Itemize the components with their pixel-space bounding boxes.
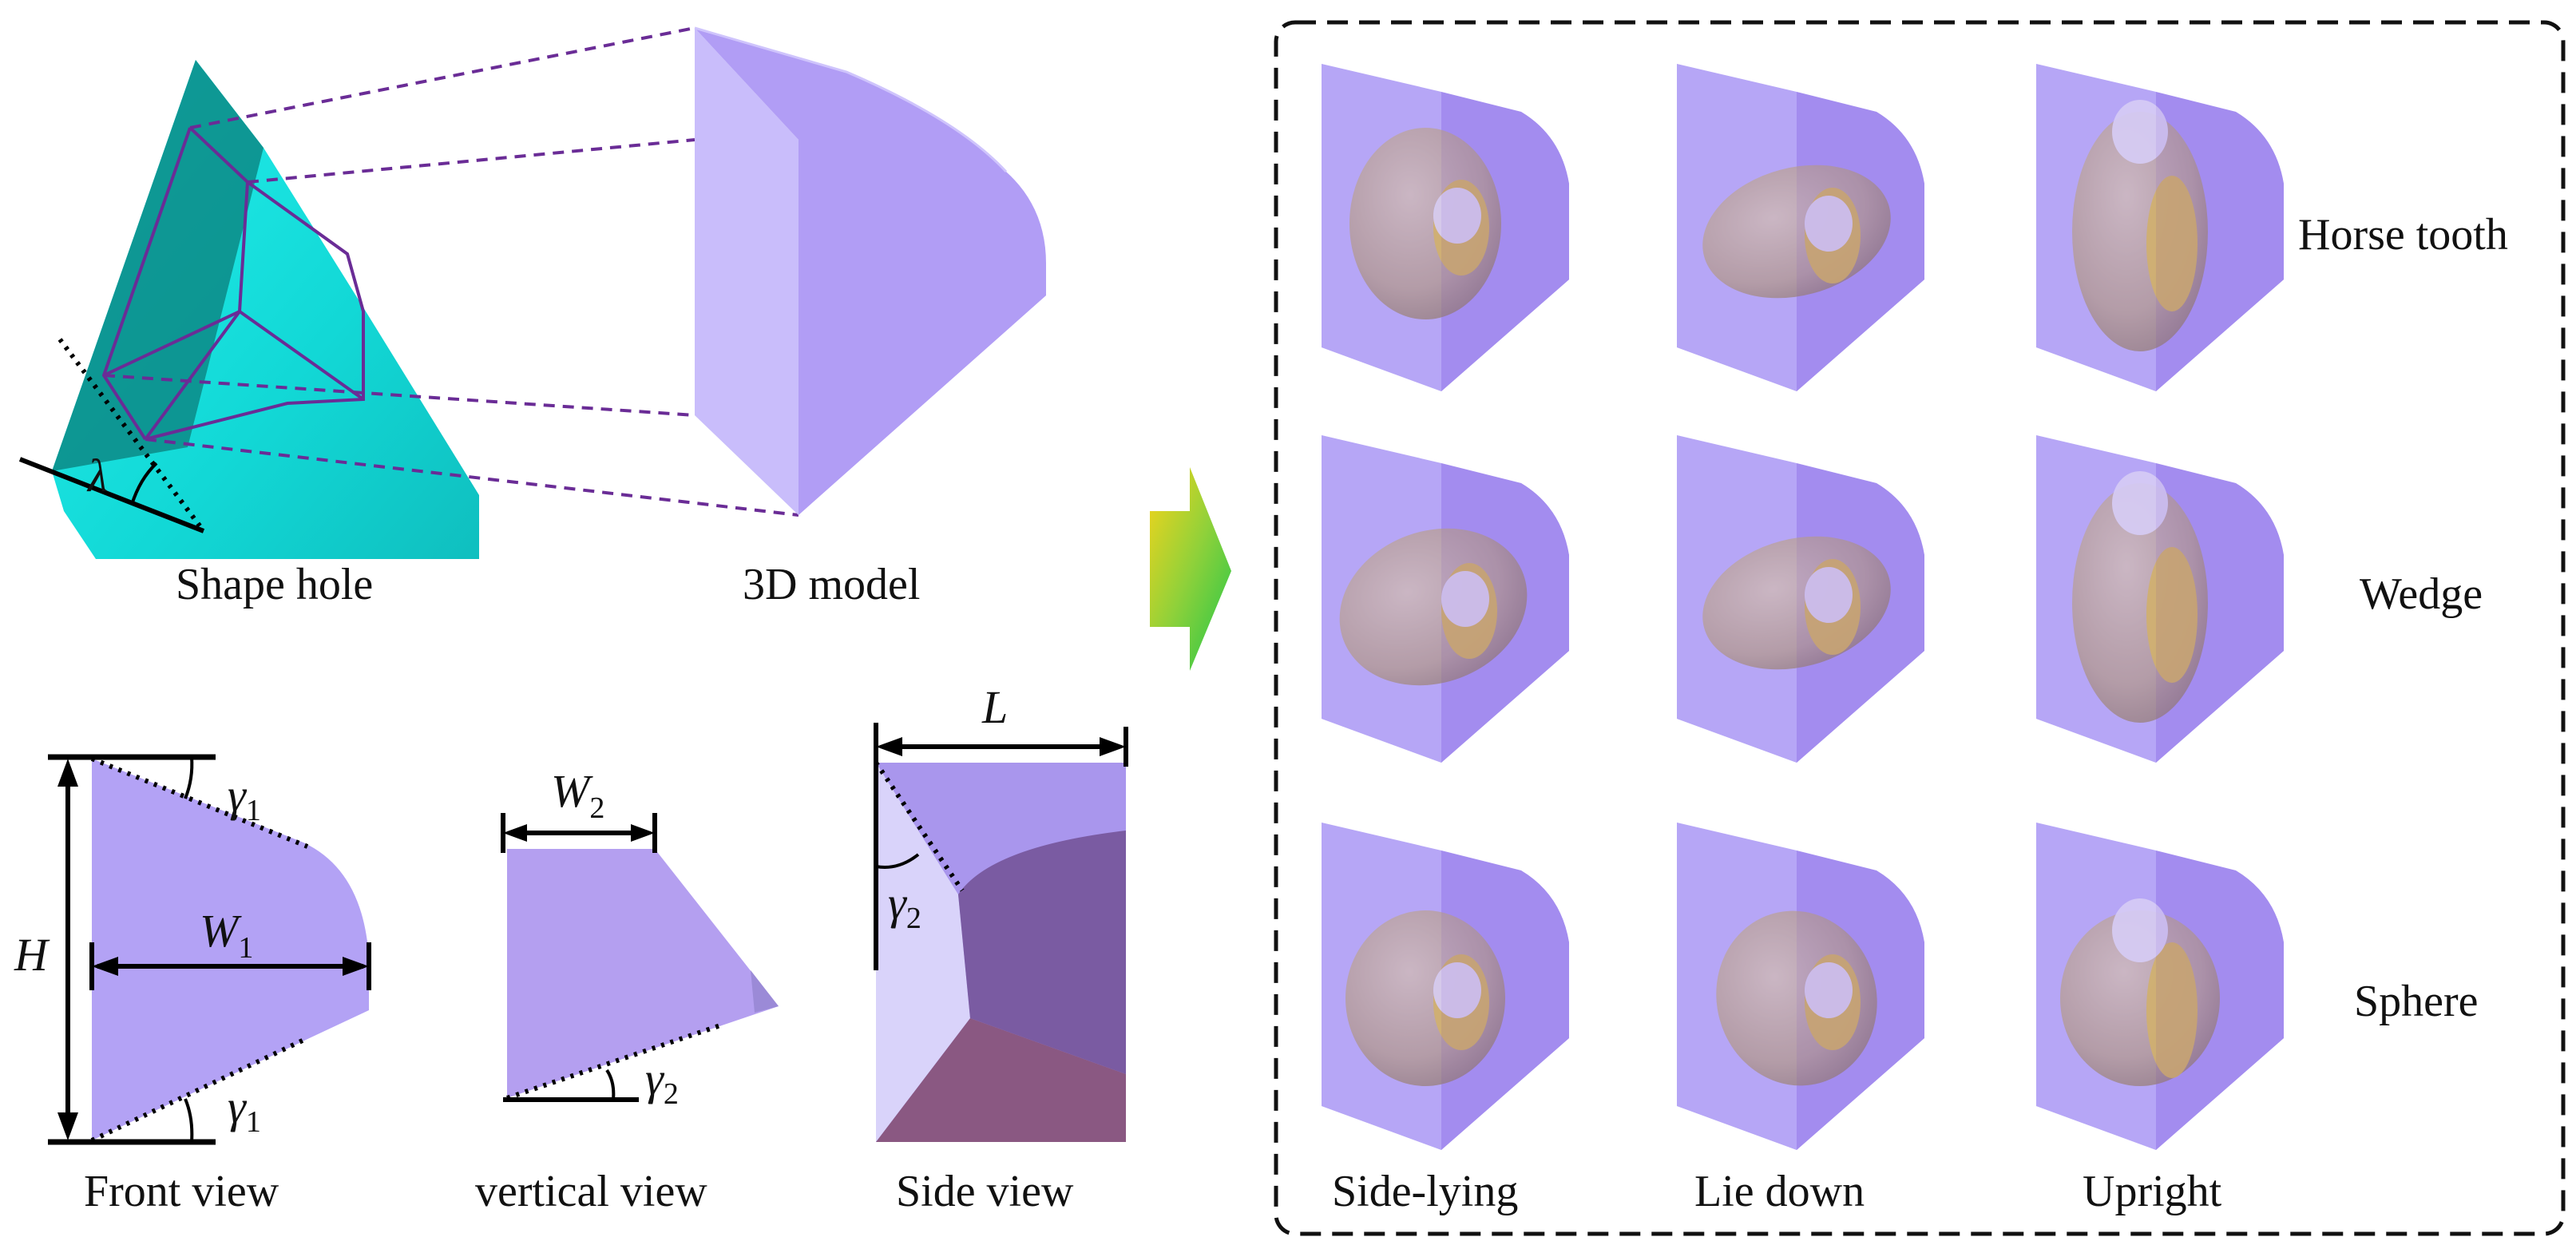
hole-box-front-side: [1441, 463, 1569, 763]
hole-box-front: [2036, 823, 2156, 1150]
side-view-face-right: [958, 831, 1126, 1074]
gamma1-top-symbol: γ1: [228, 769, 261, 827]
hole-box-front-side: [1797, 463, 1924, 763]
side-view-caption: Side view: [896, 1167, 1074, 1216]
hole-box-front: [1322, 64, 1441, 391]
gamma2-arc: [605, 1069, 616, 1100]
model-side-face: [695, 28, 1046, 515]
gamma2-vertical-symbol: γ2: [645, 1053, 679, 1111]
h-symbol: H: [14, 929, 50, 981]
hole-box-front-side: [1441, 851, 1569, 1150]
front-top-dotted: [90, 756, 309, 849]
cell-horse-tooth-lie-down: [1677, 64, 1924, 391]
row-label-wedge: Wedge: [2360, 569, 2483, 619]
h-arrowhead-bottom: [57, 1112, 78, 1140]
seed-cap: [1805, 567, 1853, 623]
seed-cap: [2112, 898, 2168, 962]
model-caption: 3D model: [743, 560, 920, 609]
seed-germ: [2146, 176, 2198, 311]
gamma1-top-arc: [184, 756, 194, 799]
model-3d-figure: 3D model: [694, 26, 1046, 609]
front-bottom-dotted: [90, 1036, 309, 1143]
seed-cap: [2112, 471, 2168, 535]
orientation-grid-cells: [1322, 64, 2284, 1150]
front-view-shape: [92, 759, 369, 1140]
cell-horse-tooth-upright: [2036, 64, 2284, 391]
l-arrowhead-left: [876, 737, 902, 756]
side-view-face-bottom: [876, 1018, 1126, 1142]
w1-symbol: W1: [200, 905, 253, 965]
seed-cap: [1805, 196, 1853, 252]
model-front-face: [695, 28, 799, 515]
lambda-base-line: [18, 457, 205, 533]
seed-germ: [2146, 547, 2198, 683]
gamma1-bottom-symbol: γ1: [228, 1080, 261, 1139]
hole-box-front: [1322, 823, 1441, 1150]
hole-box-front-side: [1797, 851, 1924, 1150]
side-view-figure: L γ2 Side view: [874, 681, 1128, 1216]
cell-horse-tooth-side-lying: [1322, 64, 1569, 391]
seed-germ: [2146, 942, 2198, 1078]
column-label-side-lying: Side-lying: [1332, 1167, 1518, 1216]
row-label-horse-tooth: Horse tooth: [2298, 210, 2508, 260]
cell-wedge-side-lying: [1322, 435, 1569, 763]
seed-cap: [1805, 962, 1853, 1018]
l-arrowhead-right: [1100, 737, 1126, 756]
hole-box-front-side: [1441, 92, 1569, 391]
row-label-sphere: Sphere: [2354, 977, 2479, 1026]
w2-symbol: W2: [551, 765, 604, 825]
hole-box-front: [1677, 435, 1797, 763]
w2-arrowhead-right: [631, 824, 655, 842]
cell-sphere-side-lying: [1322, 823, 1569, 1150]
w1-arrowhead-right: [343, 957, 369, 976]
cell-wedge-lie-down: [1677, 435, 1924, 763]
cell-sphere-upright: [2036, 823, 2284, 1150]
gamma2-side-arc: [875, 853, 920, 869]
hole-box-front: [1322, 435, 1441, 763]
model-top-edge: [694, 26, 1008, 173]
hole-box-front-side: [2156, 463, 2284, 763]
gamma1-bottom-arc: [184, 1098, 194, 1143]
cell-wedge-upright: [2036, 435, 2284, 763]
lambda-dotted-line: [57, 338, 206, 533]
hole-box-front: [1677, 64, 1797, 391]
hole-box-side: [1441, 851, 1569, 1150]
side-dotted-line: [874, 761, 965, 892]
seed-cap: [1433, 188, 1481, 244]
lambda-arc: [130, 462, 158, 506]
hole-box-front-side: [2156, 851, 2284, 1150]
w2-arrowhead-left: [503, 824, 527, 842]
hole-box-side: [2156, 851, 2284, 1150]
shape-hole-caption: Shape hole: [176, 560, 373, 609]
front-view-caption: Front view: [84, 1167, 279, 1216]
vertical-view-caption: vertical view: [475, 1167, 707, 1216]
transition-arrow: [1150, 467, 1231, 671]
cell-sphere-lie-down: [1677, 823, 1924, 1150]
hole-box-front: [2036, 435, 2156, 763]
vertical-view-figure: W2 γ2 vertical view: [475, 765, 779, 1216]
hole-box-front-side: [2156, 92, 2284, 391]
shape-hole-figure: λ Shape hole: [18, 26, 799, 609]
lambda-symbol: λ: [86, 450, 108, 502]
seed-cap: [2112, 100, 2168, 164]
hole-box-front: [1677, 823, 1797, 1150]
h-arrowhead-top: [57, 759, 78, 787]
front-view-figure: H W1 γ1 γ1 Front view: [14, 754, 371, 1216]
column-label-lie-down: Lie down: [1694, 1167, 1865, 1216]
projection-lines: [103, 26, 799, 517]
vertical-view-shape: [507, 849, 779, 1098]
l-symbol: L: [981, 681, 1008, 733]
hole-box-front: [2036, 64, 2156, 391]
w1-arrowhead-left: [92, 957, 118, 976]
seed-cap: [1433, 962, 1481, 1018]
side-view-face-left: [876, 763, 970, 1142]
seed-cap: [1441, 571, 1489, 627]
hole-box-front-side: [1797, 92, 1924, 391]
orientation-grid-border: [1274, 20, 2566, 1236]
gamma2-side-symbol: γ2: [888, 877, 921, 935]
vertical-view-tip: [751, 970, 779, 1013]
column-label-upright: Upright: [2083, 1167, 2222, 1216]
